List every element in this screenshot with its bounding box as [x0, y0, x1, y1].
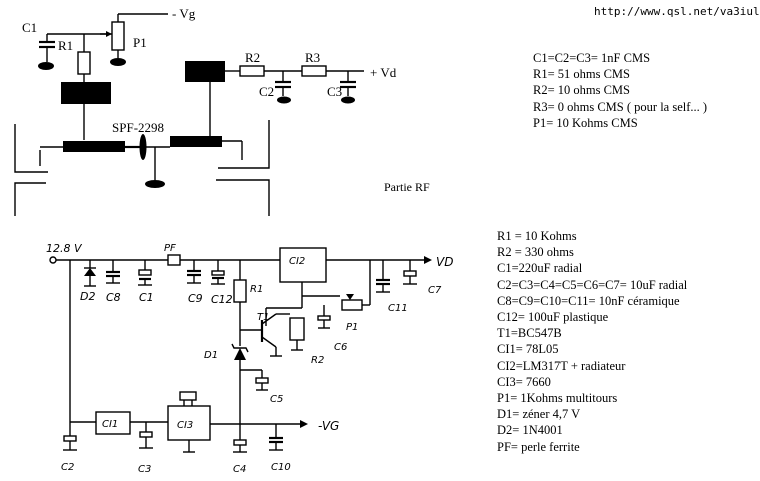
c4-capacitor [233, 424, 247, 453]
c10-capacitor [269, 424, 283, 451]
rf-c3-capacitor [340, 71, 356, 104]
c1-capacitor [138, 260, 152, 286]
rf-r1-resistor [77, 34, 91, 82]
rf-p1-label: P1 [133, 35, 147, 50]
d2-label: D2 [80, 290, 95, 303]
c8-label: C8 [106, 291, 121, 304]
bom-line: R1 = 10 Kohms [497, 229, 577, 243]
rf-note-line: P1= 10 Kohms CMS [533, 115, 638, 130]
ci3-pump-capacitor [179, 391, 197, 401]
bom-line: PF= perle ferrite [497, 439, 580, 454]
rf-component-list: C1=C2=C3= 1nF CMS R1= 51 ohms CMS R2= 10… [533, 50, 707, 131]
vin-label: 12.8 V [46, 242, 83, 255]
bom-line: CI2=LM317T + radiateur [497, 358, 626, 373]
t1-transistor [240, 313, 290, 357]
c8-capacitor [106, 260, 120, 284]
p1-label: P1 [346, 322, 358, 333]
vg-label: -VG [318, 419, 339, 433]
rf-c3-label: C3 [327, 84, 342, 99]
bom-line: C12= 100uF plastique [497, 310, 609, 325]
schematic-canvas: C1 R1 - Vg P1 [14, 6, 453, 475]
rf-drain-choke [185, 61, 225, 82]
pf-ferrite [167, 254, 181, 266]
ci1-regulator [95, 411, 131, 435]
vin-terminal [49, 256, 57, 264]
c7-label: C7 [428, 285, 442, 296]
c6-label: C6 [334, 342, 347, 353]
c5-label: C5 [270, 394, 283, 405]
pf-label: PF [164, 243, 176, 254]
c3-label: C3 [138, 464, 151, 475]
rf-note-line: R3= 0 ohms CMS ( pour la self... ) [533, 99, 708, 114]
ci3-converter [167, 405, 211, 441]
rf-r3-label: R3 [305, 50, 320, 65]
d1-label: D1 [204, 350, 218, 361]
rf-part-label: SPF-2298 [112, 120, 164, 135]
c1-label: C1 [139, 291, 154, 304]
rf-c2-label: C2 [259, 84, 274, 99]
rf-p1-potentiometer [100, 14, 126, 66]
ci3-label: CI3 [177, 420, 193, 431]
bom-line: C8=C9=C10=C11= 10nF céramique [497, 293, 680, 308]
d1-zener [231, 340, 249, 424]
bom-line: R2 = 330 ohms [497, 245, 574, 260]
rf-section-label: Partie RF [384, 180, 430, 194]
rf-vg-label: - Vg [172, 6, 196, 21]
c11-label: C11 [388, 303, 408, 314]
rf-note-line: R2= 10 ohms CMS [533, 83, 631, 98]
rf-r2-resistor [239, 65, 265, 77]
rf-c1-label: C1 [22, 20, 37, 35]
c12-capacitor [211, 260, 225, 285]
p1-potentiometer [341, 299, 363, 311]
rf-vd-label: + Vd [370, 65, 397, 80]
bom-line: T1=BC547B [497, 326, 562, 341]
c2-capacitor [63, 430, 77, 451]
bom-line: P1= 1Kohms multitours [497, 391, 618, 406]
c10-label: C10 [271, 462, 291, 473]
rf-note-line: C1=C2=C3= 1nF CMS [533, 51, 651, 65]
rf-schematic: C1 R1 - Vg P1 [14, 6, 397, 216]
c9-label: C9 [188, 292, 203, 305]
bom-line: C2=C3=C4=C5=C6=C7= 10uF radial [497, 277, 688, 292]
bom-line: D1= zéner 4,7 V [497, 407, 581, 422]
bom-line: D2= 1N4001 [497, 423, 563, 438]
r2-resistor [289, 317, 305, 341]
bias-component-list: R1 = 10 Kohms R2 = 330 ohms C1=220uF rad… [497, 228, 687, 455]
bom-line: CI3= 7660 [497, 374, 551, 389]
rf-c1-capacitor [38, 34, 55, 70]
rf-r3-resistor [301, 65, 327, 77]
source-url: http://www.qsl.net/va3iul [594, 5, 760, 18]
c2-label: C2 [61, 462, 74, 473]
rf-note-line: R1= 51 ohms CMS [533, 67, 631, 82]
bias-schematic: 12.8 V D2 C8 [46, 242, 453, 475]
r1-label: R1 [250, 284, 263, 295]
rf-r1-label: R1 [58, 38, 73, 53]
vd-label: VD [436, 255, 453, 269]
c5-capacitor [240, 369, 269, 391]
rf-c2-capacitor [275, 71, 291, 104]
ci1-label: CI1 [102, 419, 118, 430]
rf-drain-stripline [170, 136, 222, 147]
d2-diode [84, 260, 96, 287]
c3-capacitor [139, 431, 153, 449]
ci2-regulator [279, 247, 327, 283]
c9-capacitor [187, 260, 201, 284]
r1-resistor [233, 279, 247, 303]
c12-label: C12 [211, 293, 233, 306]
c6-capacitor [317, 305, 331, 329]
rf-r2-label: R2 [245, 50, 260, 65]
t1-label: T1 [257, 312, 269, 323]
r2-label: R2 [311, 355, 324, 366]
ci2-label: CI2 [289, 256, 305, 267]
c11-capacitor [376, 260, 390, 293]
bom-line: CI1= 78L05 [497, 342, 559, 357]
spf-2298-device [139, 134, 147, 160]
bom-line: C1=220uF radial [497, 261, 583, 276]
c7-capacitor [403, 260, 417, 285]
rf-gate-stripline [63, 141, 125, 152]
c4-label: C4 [233, 464, 246, 475]
rf-gate-choke [61, 82, 111, 104]
